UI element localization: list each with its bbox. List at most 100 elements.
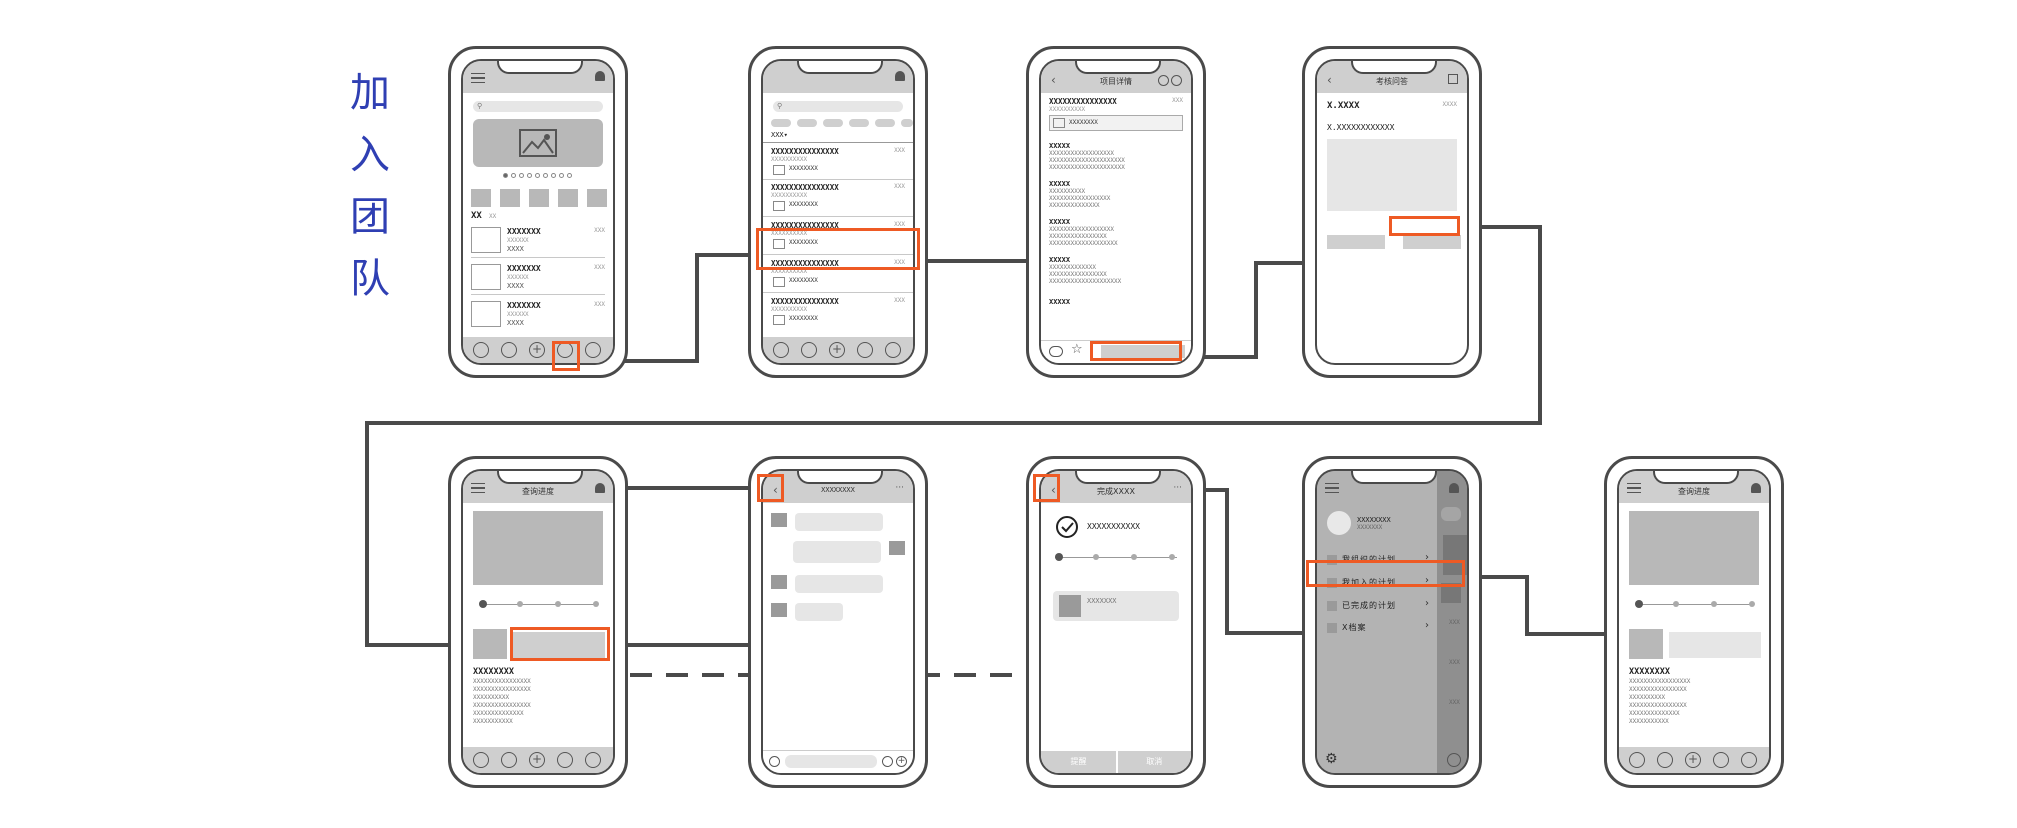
project-tag: XXXXXXXX	[789, 315, 818, 322]
menu-item-organized[interactable]: 我组织的计划	[1342, 555, 1396, 564]
back-icon[interactable]: ‹	[1051, 483, 1056, 497]
phone-chat: ‹ XXXXXXXX ··· +	[748, 456, 928, 788]
list-item-sub: XXXXXX	[507, 311, 529, 318]
tab-icon[interactable]	[557, 752, 573, 768]
tab-icon[interactable]	[501, 342, 517, 358]
menu-item-archive[interactable]: X档案	[1342, 623, 1367, 632]
dimmed-content[interactable]	[1437, 471, 1467, 773]
project-name[interactable]: XXXXXXXXXXXXXXX	[771, 259, 839, 268]
bell-icon[interactable]	[1751, 483, 1761, 493]
list-item-name[interactable]: XXXXXXX	[507, 301, 541, 310]
add-icon[interactable]: +	[829, 342, 845, 358]
menu-item-icon	[1327, 623, 1337, 633]
add-icon[interactable]: +	[529, 752, 545, 768]
submit-button[interactable]	[1403, 235, 1461, 249]
tab-icon[interactable]	[773, 342, 789, 358]
search-icon: ⚲	[477, 102, 483, 110]
tab-icon[interactable]	[501, 752, 517, 768]
plus-icon[interactable]: +	[896, 756, 907, 767]
highlight-back-chat	[757, 474, 784, 502]
project-name[interactable]: XXXXXXXXXXXXXXX	[771, 297, 839, 306]
progress-dot	[1093, 554, 1099, 560]
project-right: XXX	[894, 147, 905, 154]
comment-icon[interactable]	[1049, 346, 1063, 357]
tab-icon[interactable]	[885, 342, 901, 358]
message-input[interactable]	[785, 755, 877, 768]
emoji-icon[interactable]	[882, 756, 893, 767]
back-icon[interactable]: ‹	[1051, 73, 1056, 87]
join-button[interactable]	[1101, 345, 1185, 358]
banner-dot	[503, 173, 508, 178]
tab-icon[interactable]	[473, 752, 489, 768]
answer-area[interactable]	[1327, 139, 1457, 211]
tab-icon[interactable]	[473, 342, 489, 358]
list-item-name[interactable]: XXXXXXX	[507, 264, 541, 273]
tab-icon[interactable]	[585, 752, 601, 768]
tab-icon[interactable]	[585, 342, 601, 358]
tab-icon[interactable]	[1713, 752, 1729, 768]
menu-icon[interactable]	[1627, 483, 1641, 493]
back-icon[interactable]: ‹	[773, 483, 778, 497]
bell-icon[interactable]	[895, 71, 905, 81]
highlight-team-tab	[552, 341, 580, 371]
filter-chip[interactable]	[849, 119, 869, 127]
bell-icon[interactable]	[595, 71, 605, 81]
edit-icon[interactable]	[1448, 74, 1458, 84]
more-icon[interactable]: ···	[895, 483, 904, 493]
cancel-button[interactable]: 取消	[1117, 751, 1191, 773]
category-icon[interactable]	[471, 189, 491, 207]
project-name[interactable]: XXXXXXXXXXXXXXX	[771, 183, 839, 192]
menu-icon[interactable]	[1325, 483, 1339, 493]
tab-icon[interactable]	[1629, 752, 1645, 768]
filter-chip[interactable]	[771, 119, 791, 127]
menu-item-joined[interactable]: 我加入的计划	[1342, 578, 1396, 587]
bell-icon[interactable]	[595, 483, 605, 493]
tab-icon[interactable]	[1657, 752, 1673, 768]
avatar[interactable]	[1327, 511, 1351, 535]
add-icon[interactable]: +	[1685, 752, 1701, 768]
team-line: XXXXXXXXXXXXXXXX	[1629, 702, 1687, 709]
menu-item-completed[interactable]: 已完成的计划	[1342, 601, 1396, 610]
project-tag: XXXXXXXX	[789, 239, 818, 246]
menu-icon[interactable]	[471, 73, 485, 83]
join-status-button[interactable]	[513, 632, 605, 658]
star-icon[interactable]: ☆	[1071, 342, 1083, 357]
category-icon[interactable]	[500, 189, 520, 207]
search-input[interactable]	[773, 101, 903, 112]
category-icon[interactable]	[529, 189, 549, 207]
search-input[interactable]	[473, 101, 603, 112]
prev-button[interactable]	[1327, 235, 1385, 249]
tab-icon[interactable]	[801, 342, 817, 358]
filter-dropdown[interactable]: XXX▾	[771, 131, 788, 139]
block-line: XXXXXXXXXX	[1049, 188, 1086, 195]
bell-icon[interactable]	[1449, 483, 1459, 493]
back-icon[interactable]: ‹	[1327, 73, 1332, 87]
project-name[interactable]: XXXXXXXXXXXXXXX	[771, 221, 839, 230]
tab-icon[interactable]	[1447, 753, 1461, 767]
more-icon[interactable]: ···	[1173, 483, 1182, 493]
input-bar: +	[763, 750, 913, 773]
chevron-right-icon: ›	[1425, 598, 1429, 609]
info-icon[interactable]	[1158, 75, 1169, 86]
tab-icon[interactable]	[1741, 752, 1757, 768]
filter-chip[interactable]	[823, 119, 843, 127]
tab-icon[interactable]	[857, 342, 873, 358]
share-icon[interactable]	[1171, 75, 1182, 86]
settings-icon[interactable]: ⚙	[1325, 751, 1338, 767]
highlight-project-row	[756, 228, 920, 270]
project-box-text: XXXXXXXX	[1069, 119, 1098, 126]
project-name[interactable]: XXXXXXXXXXXXXXX	[771, 147, 839, 156]
voice-icon[interactable]	[769, 756, 780, 767]
category-icon[interactable]	[558, 189, 578, 207]
filter-chip[interactable]	[875, 119, 895, 127]
remind-button[interactable]: 提醒	[1041, 751, 1116, 773]
filter-chip[interactable]	[797, 119, 817, 127]
project-tag: XXXXXXXX	[789, 277, 818, 284]
filter-chip[interactable]	[901, 119, 913, 127]
category-icon[interactable]	[587, 189, 607, 207]
banner-image[interactable]	[473, 119, 603, 167]
connector-1-2	[577, 253, 758, 363]
add-icon[interactable]: +	[529, 342, 545, 358]
menu-icon[interactable]	[471, 483, 485, 493]
list-item-name[interactable]: XXXXXXX	[507, 227, 541, 236]
